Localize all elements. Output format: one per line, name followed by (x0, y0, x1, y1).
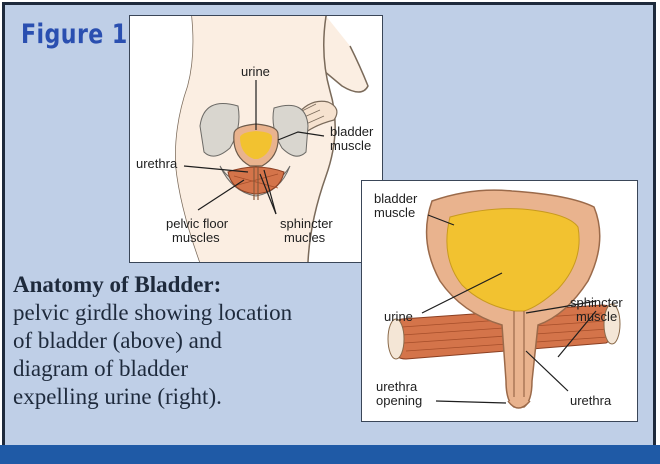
pelvis-drawing: urine bladder muscle urethra pelvic floo… (130, 16, 382, 262)
pelvis-label-pelvic-floor-line1: pelvic floor (166, 216, 229, 231)
pelvis-label-pelvic-floor-line2: muscles (172, 230, 220, 245)
bladder-label-sphincter-line2: muscle (576, 309, 617, 324)
figure-panel: Figure 1 (2, 2, 656, 450)
bladder-label-urethra-opening-line1: urethra (376, 379, 418, 394)
bladder-label-bladder-muscle-line1: bladder (374, 191, 418, 206)
caption-body: pelvic girdle showing location of bladde… (13, 299, 353, 411)
bladder-cross-section: bladder muscle urine sphincter muscle ur… (361, 180, 638, 422)
pelvis-label-sphincter-line2: mucles (284, 230, 326, 245)
bladder-label-urethra: urethra (570, 393, 612, 408)
bladder-drawing: bladder muscle urine sphincter muscle ur… (362, 181, 637, 421)
pelvis-label-sphincter-line1: sphincter (280, 216, 333, 231)
bladder-label-sphincter-line1: sphincter (570, 295, 623, 310)
bladder-label-urethra-opening-line2: opening (376, 393, 422, 408)
bottom-bar (0, 445, 660, 464)
bladder-label-bladder-muscle-line2: muscle (374, 205, 415, 220)
pelvis-label-bladder-muscle-line2: muscle (330, 138, 371, 153)
figure-caption: Anatomy of Bladder: pelvic girdle showin… (13, 271, 353, 411)
pelvis-label-bladder-muscle-line1: bladder (330, 124, 374, 139)
caption-heading: Anatomy of Bladder: (13, 271, 353, 299)
pelvis-illustration: urine bladder muscle urethra pelvic floo… (129, 15, 383, 263)
figure-title: Figure 1 (21, 19, 128, 50)
pelvis-label-urine: urine (241, 64, 270, 79)
bladder-label-urine: urine (384, 309, 413, 324)
pelvis-label-urethra: urethra (136, 156, 178, 171)
